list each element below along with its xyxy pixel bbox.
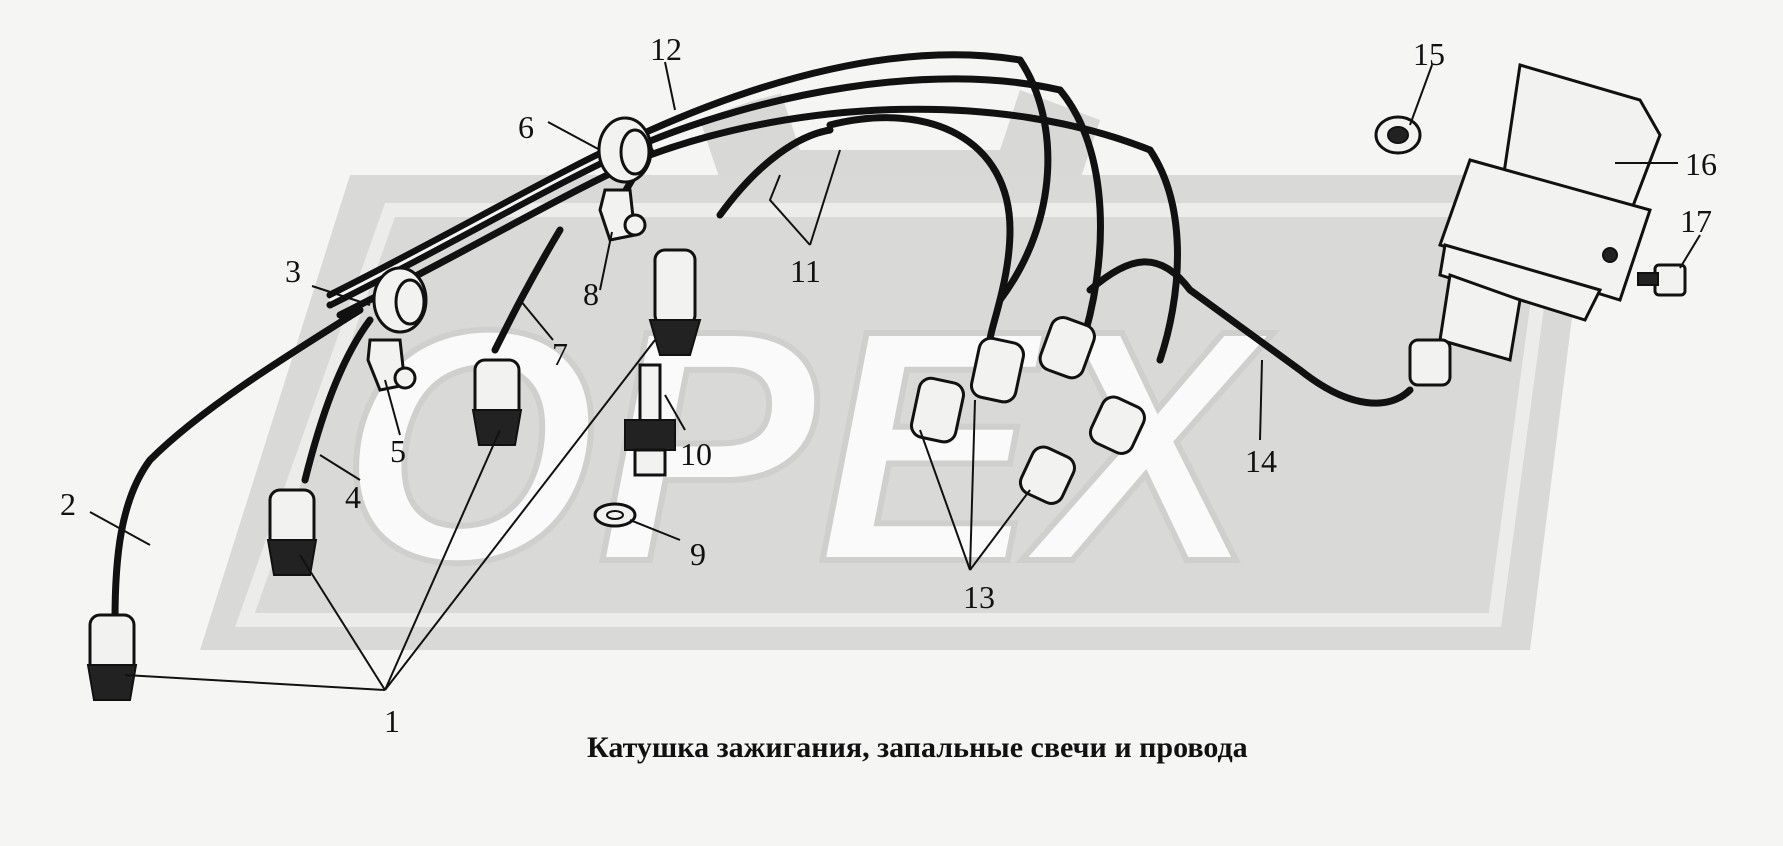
ignition-coil-16: [1408, 63, 1662, 387]
callout-5: 5: [390, 433, 406, 469]
leader-lines: [89, 61, 1701, 691]
callout-17: 17: [1680, 203, 1712, 239]
spark-plug-10: [624, 363, 676, 477]
diagram-caption: Катушка зажигания, запальные свечи и про…: [587, 731, 1248, 764]
callout-6: 6: [518, 109, 534, 145]
callout-11: 11: [790, 253, 821, 289]
callout-14: 14: [1245, 443, 1277, 479]
callout-15: 15: [1413, 36, 1445, 72]
callout-9: 9: [690, 536, 706, 572]
callout-7: 7: [552, 336, 568, 372]
callout-4: 4: [345, 479, 361, 515]
callout-1: 1: [384, 703, 400, 739]
watermark-banner: [200, 175, 1590, 650]
callout-10: 10: [680, 436, 712, 472]
callout-12: 12: [650, 31, 682, 67]
callout-2: 2: [60, 486, 76, 522]
right-wires: [716, 56, 1414, 407]
callout-13: 13: [963, 579, 995, 615]
plug-caps-1: [86, 248, 702, 701]
callout-labels: 1 2 3 4 5 6 7 8 9 10 11 12 13 14 15 16 1…: [60, 31, 1717, 739]
screw-17: [1637, 263, 1687, 297]
callout-3: 3: [285, 253, 301, 289]
plug-caps-13: [909, 315, 1146, 505]
callout-16: 16: [1685, 146, 1717, 182]
nut-15: [1374, 115, 1422, 155]
callout-8: 8: [583, 276, 599, 312]
